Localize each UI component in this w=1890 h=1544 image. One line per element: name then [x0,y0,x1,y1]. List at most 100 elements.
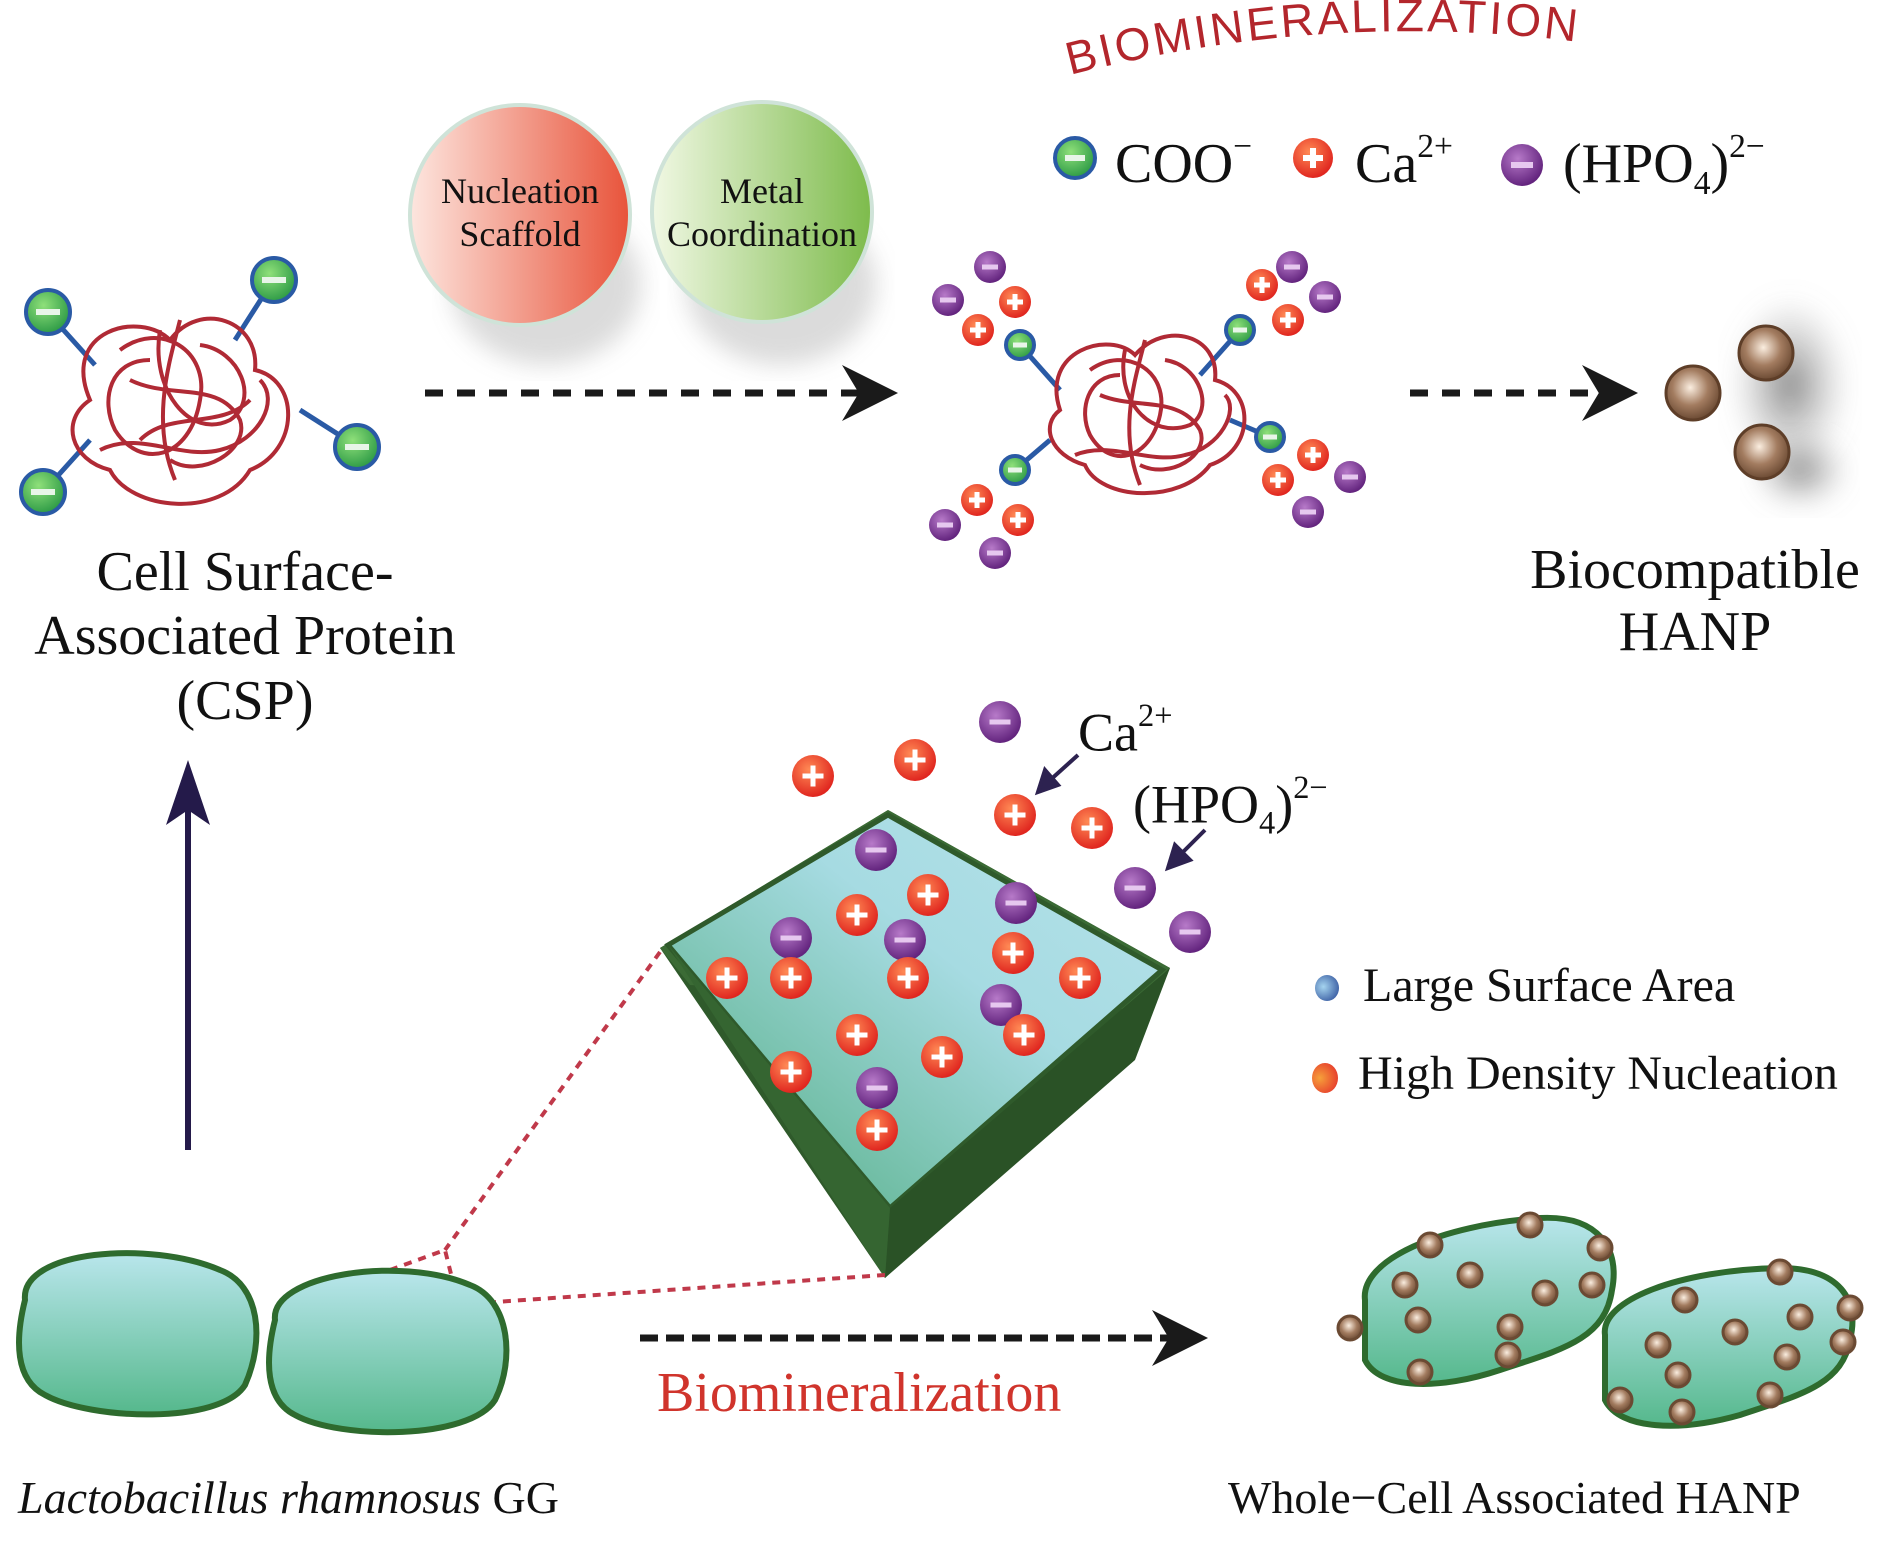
hanp-particle-icon [1829,1328,1857,1356]
hanp-particle-icon [1836,1294,1864,1322]
phosphate-ion-icon [1334,461,1366,493]
hanp-particle-icon [1578,1271,1606,1299]
hanp-particle-icon [1644,1331,1672,1359]
hanp-particle-icon [1756,1381,1784,1409]
carboxylate-icon [19,468,67,516]
phosphate-ion-icon [1292,496,1324,528]
csp-with-ions [929,251,1366,569]
carboxylate-icon [24,288,72,336]
legend-ca: Ca2+ [1355,128,1453,196]
bacterium-name: Lactobacillus rhamnosus GG [18,1475,559,1521]
legend-coo: COO− [1115,128,1253,196]
legend-large-surface-area: Large Surface Area [1363,959,1736,1012]
calcium-ion-icon [1246,269,1278,301]
hanp-particle-icon [1766,1258,1794,1286]
calcium-ion-icon [894,739,936,781]
calcium-ion-icon [836,1014,878,1056]
legend-hpo4: (HPO4)2− [1563,128,1765,202]
phosphate-ion-icon [1309,281,1341,313]
red-dot-icon [1312,1063,1338,1093]
hanp-particle-icon [1416,1231,1444,1259]
phosphate-ion-icon [974,251,1006,283]
minus-green-icon [1053,136,1097,180]
csp-label-line: Cell Surface- [96,541,394,603]
csp-label-line: Associated Protein [34,605,456,668]
biomineralization-label: Biomineralization [657,1362,1062,1424]
legend-ion-icons [1053,136,1543,186]
bacterium [16,1250,260,1418]
calcium-ion-icon [961,484,993,516]
phosphate-ion-icon [1114,867,1156,909]
phosphate-ion-icon [932,284,964,316]
calcium-ion-icon [1059,957,1101,999]
hpo4-callout: (HPO4)2− [1133,770,1328,842]
calcium-ion-icon [1272,304,1304,336]
hanp-particle-icon [1606,1386,1634,1414]
species-name: Lactobacillus rhamnosus [18,1472,482,1523]
phosphate-ion-icon [980,984,1022,1026]
whole-cell-hanp-label: Whole−Cell Associated HANP [1228,1472,1801,1523]
calcium-ion-icon [1003,1014,1045,1056]
hanp-particle-icon [1404,1306,1432,1334]
hanp-particle-icon [1516,1211,1544,1239]
hanp-particle-icon [1664,1361,1692,1389]
phosphate-ion-icon [929,509,961,541]
bacterium [266,1267,510,1436]
hanp-particle-icon [1668,1398,1696,1426]
hanp-particle-icon [1406,1358,1434,1386]
hanp-label-line: HANP [1618,600,1772,663]
callout-arrows [1034,753,1207,872]
hanp-particle-icon [1496,1313,1524,1341]
bubble-nucleation-scaffold [408,103,641,365]
calcium-ion-icon [907,874,949,916]
hanp-particle-icon [1494,1341,1522,1369]
calcium-ion-icon [887,957,929,999]
hanp-particle-icon [1786,1303,1814,1331]
strain-name: GG [492,1472,559,1523]
csp-label: Cell Surface- Associated Protein (CSP) [0,540,490,733]
csp-label-line: (CSP) [176,669,314,732]
hanp-particle-icon [1721,1318,1749,1346]
calcium-ion-icon [770,1051,812,1093]
csp-protein-coil [19,256,381,516]
minus-purple-icon [1501,144,1543,186]
calcium-ion-icon [706,957,748,999]
bubble-line: Nucleation [441,171,599,211]
bubble-line: Metal [720,171,804,211]
hanp-particle-icon [1773,1343,1801,1371]
carboxylate-icon [1004,329,1036,361]
hanp-particle-icon [1336,1314,1364,1342]
calcium-ion-icon [992,932,1034,974]
up-arrow [166,760,210,1150]
carboxylate-icon [333,423,381,471]
hanp-particle-icon [1586,1234,1614,1262]
calcium-ion-icon [1262,464,1294,496]
calcium-ion-icon [792,755,834,797]
phosphate-ion-icon [855,829,897,871]
carboxylate-icon [999,454,1031,486]
calcium-ion-icon [770,957,812,999]
calcium-ion-icon [921,1036,963,1078]
calcium-ion-icon [856,1109,898,1151]
carboxylate-icon [250,256,298,304]
calcium-ion-icon [962,314,994,346]
plus-red-icon [1293,138,1333,178]
phosphate-ion-icon [770,917,812,959]
ca-callout: Ca2+ [1078,698,1173,763]
phosphate-ion-icon [1169,911,1211,953]
phosphate-ion-icon [856,1067,898,1109]
bubble-label-nucleation-scaffold: Nucleation Scaffold [420,170,620,256]
carboxylate-icon [1254,421,1286,453]
bubble-line: Coordination [667,214,857,255]
bacterium-with-hanp [1336,1211,1864,1429]
legend-high-density-nucleation: High Density Nucleation [1358,1047,1838,1100]
title-arc-text: BIOMINERALIZATION [1060,0,1583,85]
crystal-ions [706,701,1211,1151]
calcium-ion-icon [994,794,1036,836]
bubble-label-metal-coordination: Metal Coordination [652,170,872,256]
phosphate-ion-icon [1276,251,1308,283]
phosphate-ion-icon [995,882,1037,924]
calcium-ion-icon [999,286,1031,318]
hanp-nanoparticles [1664,295,1850,510]
